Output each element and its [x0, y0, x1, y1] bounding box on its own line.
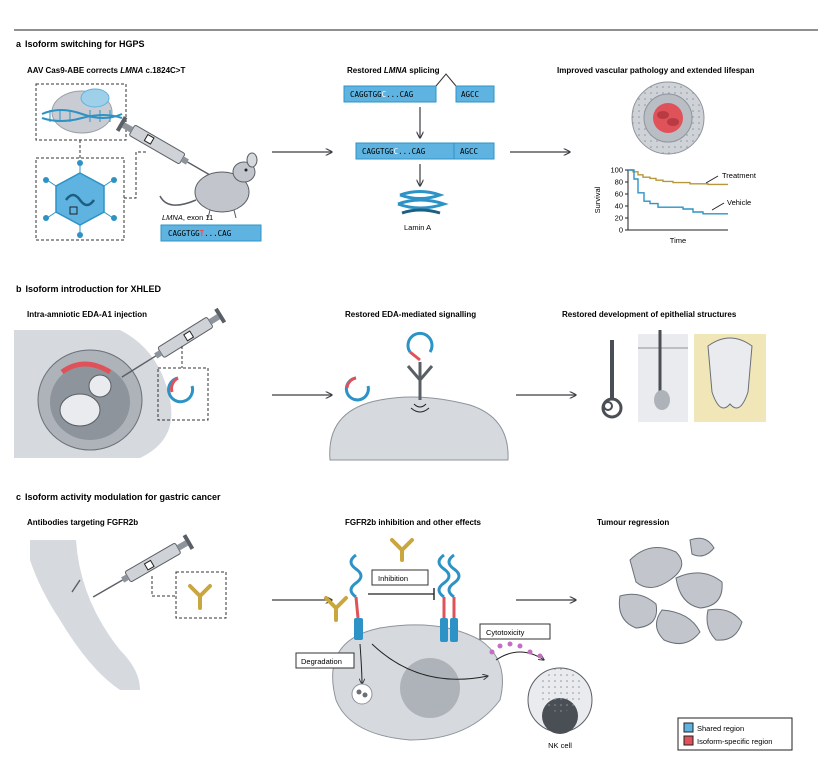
eda-a1-box: [157, 367, 209, 421]
legend-label-shared: Shared region: [697, 724, 744, 733]
syringe-icon-b: [121, 307, 227, 378]
section-b-letter: b: [16, 284, 22, 294]
y-tick-label: 100: [610, 166, 623, 175]
lamin-a-label: Lamin A: [404, 223, 431, 232]
section-c: c Isoform activity modulation for gastric…: [16, 492, 743, 750]
spliced-box-b: [453, 142, 495, 160]
blood-vessel-icon: [631, 81, 705, 155]
antibody-icon-free: [390, 538, 414, 562]
series-line-treatment: [628, 169, 728, 186]
tumour-fragments-icon: [618, 537, 743, 645]
cell-icon-b: [329, 396, 509, 461]
cas9-box: [35, 83, 127, 141]
lysosome-icon: [351, 683, 373, 705]
section-a-title: Isoform switching for HGPS: [25, 39, 145, 49]
panel-c1-title: Antibodies targeting FGFR2b: [27, 518, 138, 527]
panel-c3-title: Tumour regression: [597, 518, 669, 527]
aav-capsid-icon: [43, 160, 117, 238]
survival-chart: 100 80 60 40 20 0 Survival Time Treatment Veh…: [593, 166, 757, 246]
degradation-label: Degradation: [301, 657, 342, 666]
section-b: b Isoform introduction for XHLED Intra-am…: [14, 284, 766, 461]
spliced-sequence-b: AGCC: [460, 147, 478, 156]
granules-icon: [489, 641, 543, 659]
eda-a1-icon: [167, 376, 195, 404]
pregnant-abdomen-icon: [14, 330, 172, 458]
spliced-sequence: CAGGTGGC...CAG: [362, 147, 426, 156]
cytotoxicity-label: Cytotoxicity: [486, 628, 525, 637]
syringe-icon-a: [115, 116, 219, 181]
syringe-icon-c: [92, 534, 195, 598]
nk-cell-label: NK cell: [548, 741, 572, 750]
panel-b3-title: Restored development of epithelial struc…: [562, 310, 737, 319]
chart-x-label: Time: [670, 236, 686, 245]
exon-label: LMNA, exon 11: [162, 213, 213, 222]
fgfr2b-receptor-right: [437, 553, 461, 642]
panel-b1-title: Intra-amniotic EDA-A1 injection: [27, 310, 147, 319]
antibody-box: [175, 571, 227, 619]
sequence-top: CAGGTGGC...CAG: [350, 90, 414, 99]
legend-label-isoform: Isoform-specific region: [697, 737, 772, 746]
cancer-cell-icon: [332, 624, 503, 741]
antibody-icon-bound: [324, 596, 348, 622]
y-tick-label: 60: [615, 190, 623, 199]
cytotoxicity-label-box: [479, 623, 551, 640]
legend-treatment: Treatment: [722, 171, 757, 180]
mutant-sequence-box: [160, 224, 262, 242]
legend-vehicle: Vehicle: [727, 198, 751, 207]
panel-a2-title: Restored LMNA splicing: [347, 66, 440, 75]
panel-b2-title: Restored EDA-mediated signalling: [345, 310, 476, 319]
cas9-abe-icon: [41, 88, 123, 134]
arm-icon: [30, 540, 140, 690]
mouse-icon: [159, 152, 258, 219]
y-tick-label: 40: [615, 202, 623, 211]
section-b-title: Isoform introduction for XHLED: [26, 284, 162, 294]
section-a-letter: a: [16, 39, 22, 49]
lamin-a-protein-icon: [397, 190, 449, 215]
y-tick-label: 80: [615, 178, 623, 187]
section-c-title: Isoform activity modulation for gastric …: [25, 492, 221, 502]
sequence-top-b: AGCC: [461, 90, 479, 99]
sweat-gland-icon: [601, 340, 623, 419]
exon-box-top-b: [455, 85, 495, 103]
tooth-icon: [694, 334, 766, 422]
panel-c2-title: FGFR2b inhibition and other effects: [345, 518, 482, 527]
series-line-vehicle: [628, 169, 728, 215]
region-legend: Shared region Isoform-specific region: [677, 717, 793, 751]
legend-swatch-isoform: [683, 735, 694, 746]
mutant-sequence: CAGGTGGT...CAG: [168, 229, 232, 238]
inhibition-label-box: [371, 569, 429, 586]
inhibition-label: Inhibition: [378, 574, 408, 583]
y-tick-label: 20: [615, 214, 623, 223]
hair-follicle-icon: [638, 330, 688, 422]
degradation-label-box: [295, 652, 355, 669]
panel-a3-title: Improved vascular pathology and extended…: [557, 66, 754, 75]
y-tick-label: 0: [619, 226, 623, 235]
section-c-letter: c: [16, 492, 21, 502]
fgfr2b-receptor-left: [349, 553, 363, 640]
nk-cell-icon: [527, 667, 593, 734]
panel-a1-title: AAV Cas9-ABE corrects LMNA c.1824C>T: [27, 66, 185, 75]
antibody-icon: [188, 584, 212, 610]
chart-y-label: Survival: [593, 186, 602, 213]
exon-box-top: [343, 85, 437, 103]
edar-receptor-icon: [406, 331, 434, 413]
legend-swatch-shared: [683, 722, 694, 733]
